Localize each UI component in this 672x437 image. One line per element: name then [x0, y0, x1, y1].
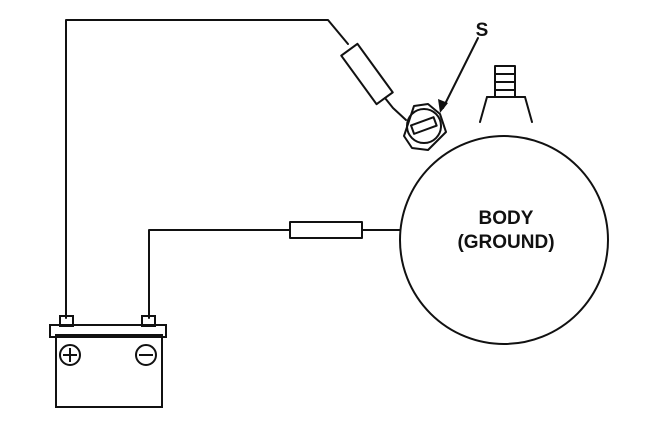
s-terminal — [403, 103, 447, 151]
battery-case — [55, 334, 163, 408]
upper-probe-lead — [384, 97, 407, 121]
body-label: BODY — [479, 208, 534, 229]
positive-lead-wire — [65, 19, 349, 319]
battery-positive-symbol — [59, 344, 81, 366]
lower-inline-connector — [289, 221, 363, 239]
upper-inline-connector — [340, 42, 394, 106]
battery-positive-post — [59, 315, 74, 327]
terminal-stud — [479, 65, 533, 123]
battery — [49, 315, 167, 408]
s-pointer-arrowhead — [438, 99, 448, 113]
battery-negative-post — [141, 315, 156, 327]
s-pointer-line — [442, 37, 479, 109]
ground-lead-wire — [148, 229, 291, 319]
battery-top — [49, 324, 167, 338]
s-label: S — [476, 20, 489, 41]
starter-body — [399, 135, 609, 345]
battery-negative-symbol — [135, 344, 157, 366]
ground-label: (GROUND) — [457, 232, 554, 253]
